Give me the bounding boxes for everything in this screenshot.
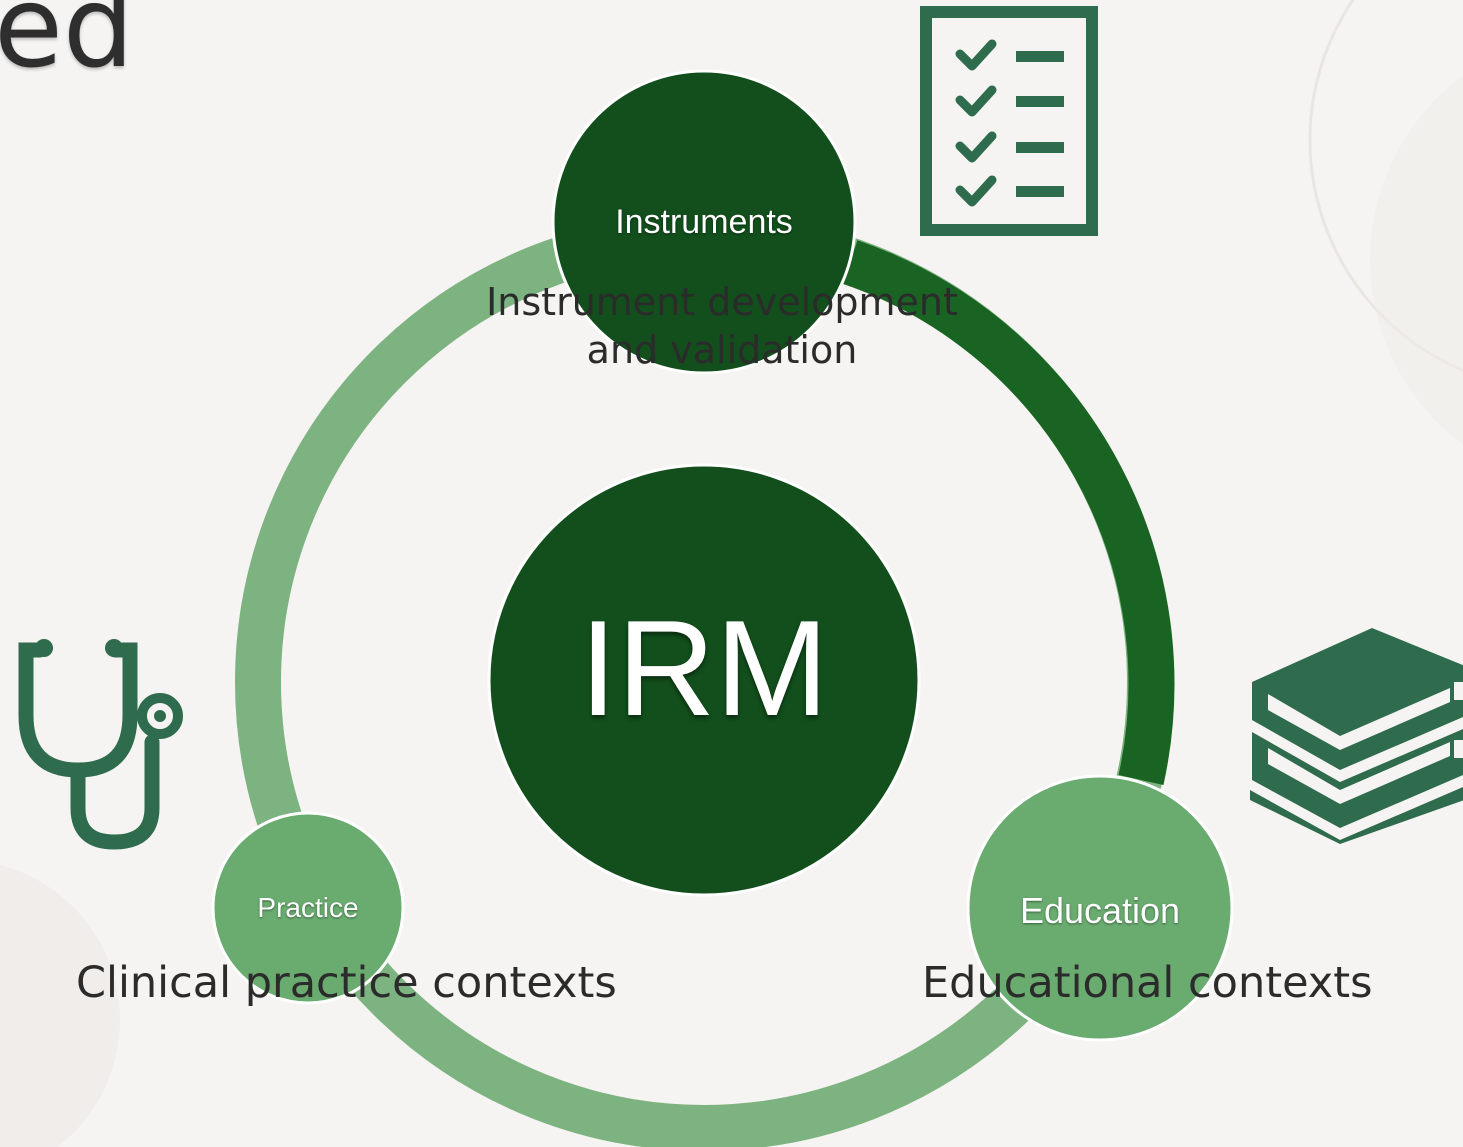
education-node-circle <box>966 774 1234 1042</box>
stethoscope-icon <box>18 639 183 850</box>
instruments-node-circle <box>551 69 857 375</box>
instruments-caption-line1: Instrument development <box>486 280 958 324</box>
practice-node-circle <box>211 811 405 1005</box>
checklist-icon <box>920 6 1098 236</box>
practice-caption: Clinical practice contexts <box>76 958 617 1008</box>
instruments-caption-line2: and validation <box>586 328 858 372</box>
education-node-label: Education <box>1019 890 1181 931</box>
center-irm-label: IRM <box>579 592 829 744</box>
books-icon <box>1250 628 1463 844</box>
center-circle <box>487 463 921 897</box>
instruments-node-label: Instruments <box>615 203 793 241</box>
education-caption: Educational contexts <box>922 958 1373 1008</box>
slide-title-fragment: ed <box>0 0 134 93</box>
practice-node-label: Practice <box>257 892 359 923</box>
cycle-arc-highlight <box>842 240 1175 785</box>
